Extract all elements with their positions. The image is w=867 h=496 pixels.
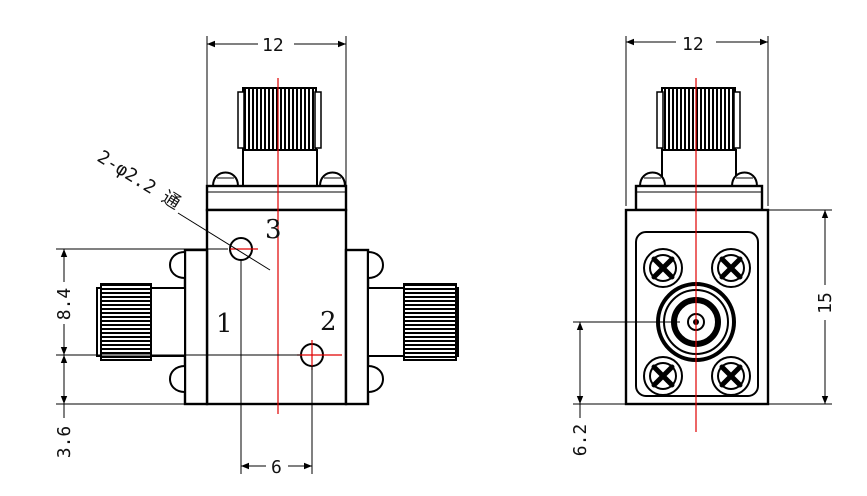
right-connector <box>367 250 459 394</box>
right-top-flange <box>634 184 764 212</box>
port-label-3: 3 <box>265 215 282 245</box>
hole-note: 2-φ2.2 通 <box>93 146 184 214</box>
face-screw-bottom-left <box>643 356 683 396</box>
face-screw-top-right <box>711 248 751 288</box>
top-connector <box>211 87 347 187</box>
face-screw-top-left <box>643 248 683 288</box>
hole-to-base-dimension: 3.6 <box>54 426 75 459</box>
left-connector <box>96 250 186 394</box>
center-height-dimension: 6.2 <box>570 424 591 457</box>
left-flange <box>183 248 209 406</box>
connector-face-plate <box>635 231 759 397</box>
isolator-body <box>205 208 348 406</box>
right-height-dimension: 15 <box>815 292 836 314</box>
face-screw-bottom-right <box>711 356 751 396</box>
width-dimension: 12 <box>262 35 284 56</box>
hole-horizontal-spacing-dimension: 6 <box>271 457 282 478</box>
hole-vertical-spacing-dimension: 8.4 <box>54 288 75 321</box>
right-view: 12 15 6.2 <box>570 34 836 456</box>
hole-leader <box>177 212 271 271</box>
right-width-dimension: 12 <box>682 34 704 55</box>
right-top-connector <box>638 87 759 187</box>
port-label-1: 1 <box>216 309 233 339</box>
port-label-2: 2 <box>320 307 337 337</box>
right-flange <box>344 248 370 406</box>
left-view: 3 1 2 12 2-φ2.2 通 8.4 3.6 6 <box>54 35 459 478</box>
top-flange <box>205 184 348 212</box>
